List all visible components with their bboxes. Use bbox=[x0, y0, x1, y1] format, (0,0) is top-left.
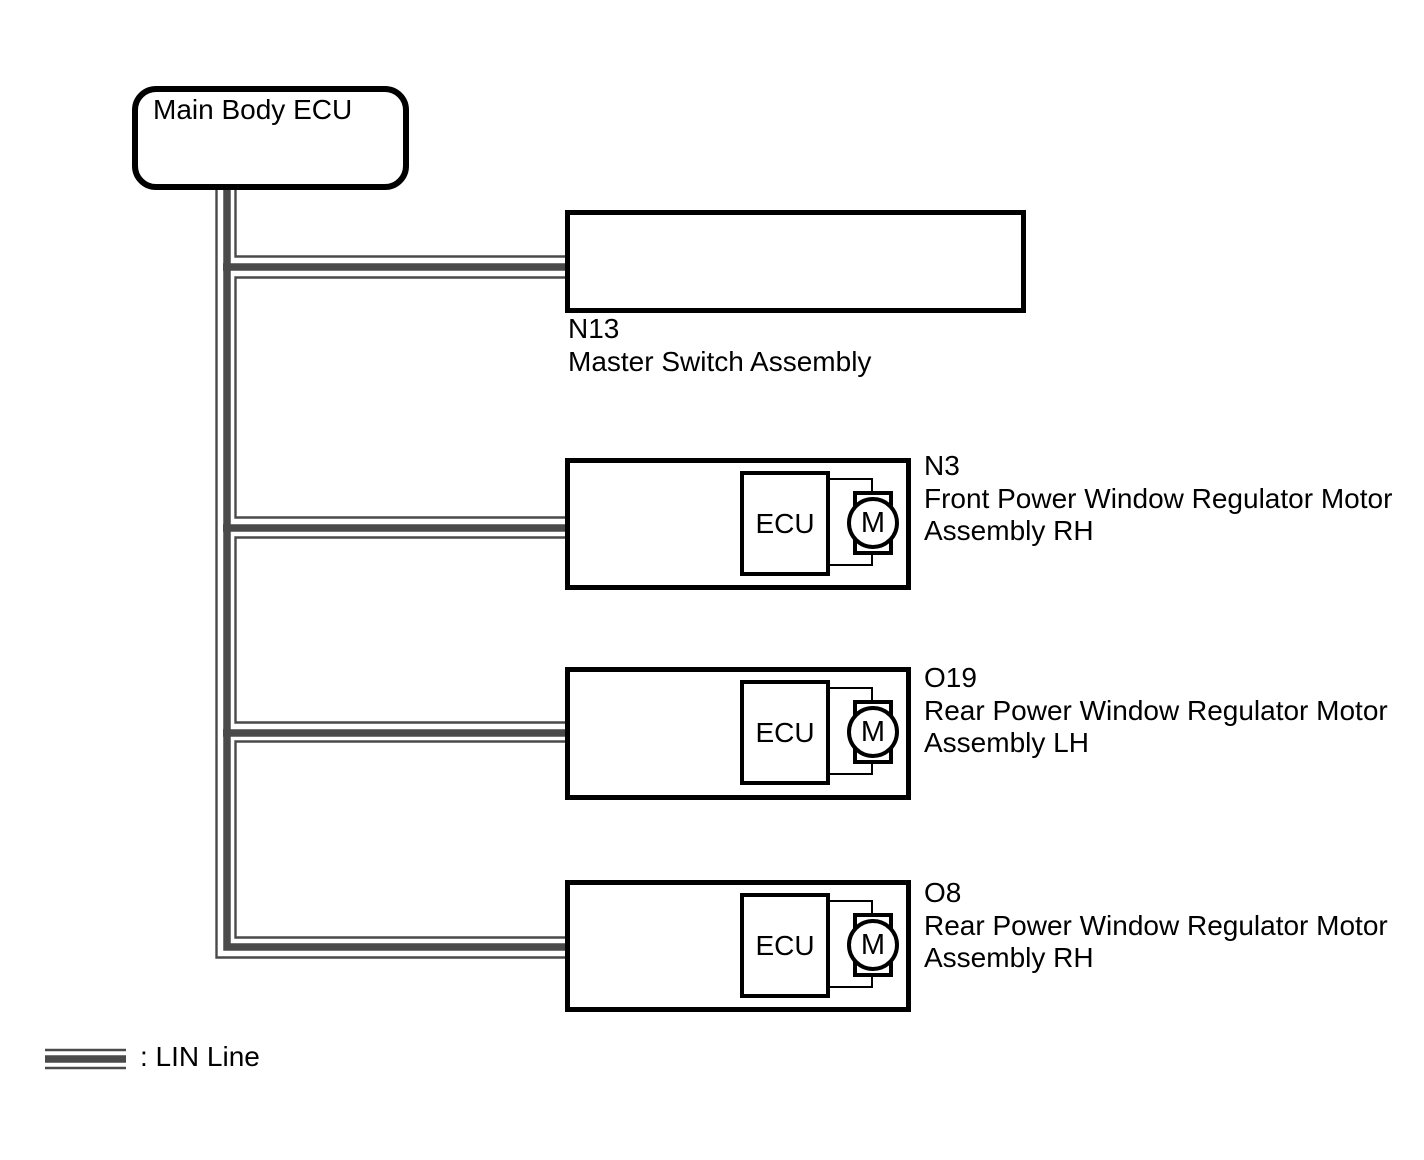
motor-wire bbox=[871, 975, 873, 988]
lin-inner-thin-segment-1 bbox=[234, 190, 570, 258]
o8-motor-assembly-box: ECU M bbox=[565, 880, 911, 1012]
motor-icon: M bbox=[847, 706, 899, 758]
o19-name-line2: Assembly LH bbox=[924, 727, 1089, 758]
lin-trunk-outer-thin-line bbox=[215, 190, 570, 959]
motor-wire bbox=[871, 900, 873, 915]
o8-ecu-block: ECU bbox=[740, 893, 830, 998]
motor-wire bbox=[830, 900, 873, 902]
ecu-label: ECU bbox=[755, 716, 815, 748]
o8-label: O8 Rear Power Window Regulator Motor Ass… bbox=[924, 877, 1388, 975]
motor-wire bbox=[871, 478, 873, 493]
n13-master-switch-box bbox=[565, 210, 1026, 313]
motor-wire bbox=[871, 553, 873, 566]
motor-label: M bbox=[860, 715, 886, 748]
n13-name: Master Switch Assembly bbox=[568, 346, 872, 377]
main-body-ecu-label: Main Body ECU bbox=[153, 94, 353, 125]
motor-icon: M bbox=[847, 497, 899, 549]
ecu-label: ECU bbox=[755, 929, 815, 961]
lin-trunk-thick-line bbox=[223, 190, 570, 951]
lin-line-legend-symbol bbox=[45, 1048, 126, 1070]
lin-inner-thin-segment-2 bbox=[234, 276, 570, 519]
motor-wire bbox=[871, 762, 873, 775]
n3-name-line1: Front Power Window Regulator Motor bbox=[924, 482, 1393, 514]
motor-wire bbox=[830, 564, 873, 566]
motor-icon: M bbox=[847, 919, 899, 971]
o8-name-line2: Assembly RH bbox=[924, 942, 1094, 973]
main-body-ecu-box: Main Body ECU bbox=[132, 86, 409, 190]
n3-ecu-block: ECU bbox=[740, 471, 830, 576]
n3-code: N3 bbox=[924, 450, 960, 481]
o19-name-line1: Rear Power Window Regulator Motor bbox=[924, 694, 1388, 726]
o19-ecu-block: ECU bbox=[740, 680, 830, 785]
legend-lin-line-label: : LIN Line bbox=[140, 1041, 260, 1072]
n3-name-line2: Assembly RH bbox=[924, 515, 1094, 546]
motor-wire bbox=[830, 773, 873, 775]
o19-code: O19 bbox=[924, 662, 977, 693]
ecu-label: ECU bbox=[755, 507, 815, 539]
motor-wire bbox=[830, 687, 873, 689]
lin-inner-thin-segment-3 bbox=[234, 536, 570, 724]
n3-motor-assembly-box: ECU M bbox=[565, 458, 911, 590]
lin-inner-thin-segment-4 bbox=[234, 740, 570, 939]
motor-wire bbox=[830, 986, 873, 988]
n13-code: N13 bbox=[568, 313, 620, 344]
o19-label: O19 Rear Power Window Regulator Motor As… bbox=[924, 662, 1388, 760]
motor-wire bbox=[871, 687, 873, 702]
o8-name-line1: Rear Power Window Regulator Motor bbox=[924, 909, 1388, 941]
motor-wire bbox=[830, 478, 873, 480]
motor-label: M bbox=[860, 928, 886, 961]
n13-label: N13 Master Switch Assembly bbox=[568, 312, 871, 378]
motor-label: M bbox=[860, 506, 886, 539]
n3-label: N3 Front Power Window Regulator Motor As… bbox=[924, 450, 1392, 548]
o8-code: O8 bbox=[924, 877, 962, 908]
o19-motor-assembly-box: ECU M bbox=[565, 667, 911, 800]
